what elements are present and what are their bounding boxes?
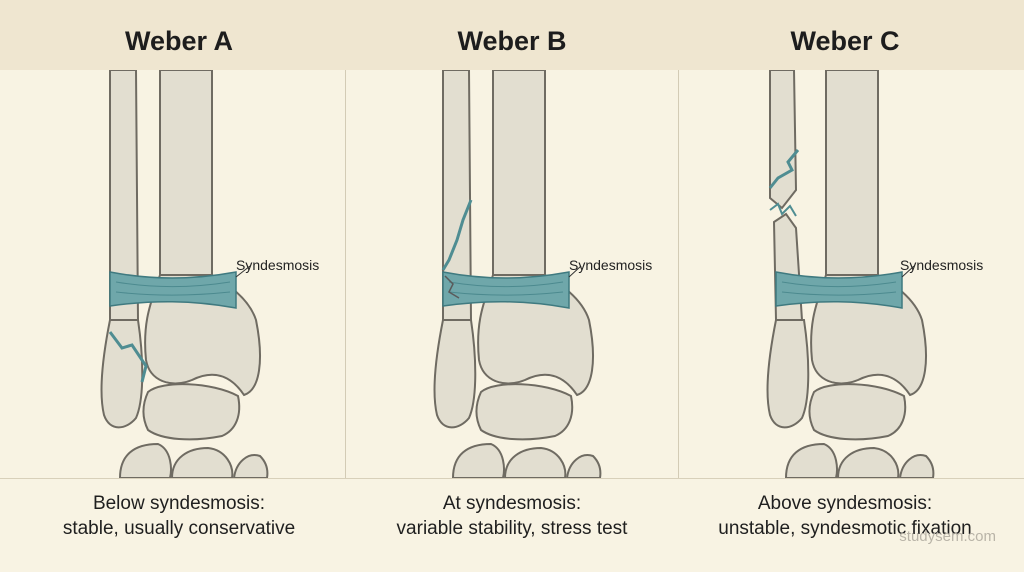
caption-line-1: At syndesmosis:	[442, 493, 582, 514]
syndesmosis-label: Syndesmosis	[900, 257, 983, 273]
watermark: studysem.com	[899, 528, 996, 545]
panel-title: Weber C	[790, 26, 900, 56]
header-band	[0, 0, 1024, 70]
ankle-illustration-weber-a: Syndesmosis	[100, 70, 319, 478]
panel-divider	[678, 70, 679, 478]
panel-title: Weber B	[457, 26, 567, 56]
panel-weber-c: Weber C Syndesmosis Above syndesmosis: u…	[678, 0, 1012, 572]
caption-line-1: Below syndesmosis:	[92, 493, 266, 514]
syndesmosis-label: Syndesmosis	[569, 257, 652, 273]
panel-weber-b: Weber B Syndesmosis At syndesmosis: vari…	[345, 0, 679, 572]
ankle-illustration-weber-b: Syndesmosis	[433, 70, 652, 478]
panel-title: Weber A	[124, 26, 234, 56]
panel-divider	[345, 70, 346, 478]
ankle-illustration-weber-c: Syndesmosis	[766, 70, 983, 478]
caption-line-2: stable, usually conservative	[62, 518, 296, 539]
caption-line-2: variable stability, stress test	[396, 518, 628, 539]
syndesmosis-label: Syndesmosis	[236, 257, 319, 273]
caption-line-1: Above syndesmosis:	[757, 493, 933, 514]
panel-weber-a: Weber A Syndesmosis Below syndesmosis: s…	[12, 0, 346, 572]
caption-line-2: unstable, syndesmotic fixation	[718, 518, 972, 539]
baseline-divider	[0, 478, 1024, 479]
